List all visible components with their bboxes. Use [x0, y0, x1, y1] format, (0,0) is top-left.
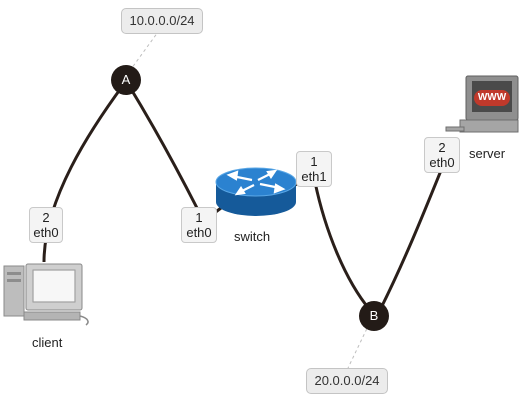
switch-eth0-label: 1 eth0 — [181, 207, 217, 243]
switch-eth1-number: 1 — [310, 154, 318, 169]
client-computer-icon[interactable] — [3, 263, 89, 326]
subnet-label-a: 10.0.0.0/24 — [121, 8, 203, 34]
switch-eth0-name: eth0 — [186, 225, 212, 240]
server-icon[interactable] — [445, 75, 519, 133]
hub-a-node[interactable] — [111, 65, 141, 95]
link-b-server — [378, 167, 444, 311]
switch-caption: switch — [234, 229, 271, 244]
client-iface-label: 2 eth0 — [29, 207, 63, 243]
switch-icon[interactable] — [215, 167, 297, 216]
link-a-switch — [126, 83, 199, 209]
client-caption: client — [32, 335, 63, 350]
hub-b-node[interactable] — [359, 301, 389, 331]
link-switch-b — [313, 181, 372, 311]
server-screen-text: WWW — [477, 92, 507, 103]
switch-eth1-label: 1 eth1 — [296, 151, 332, 187]
hub-a-label: A — [121, 72, 131, 87]
server-iface-name: eth0 — [429, 155, 455, 170]
switch-eth0-number: 1 — [195, 210, 203, 225]
client-iface-name: eth0 — [33, 225, 59, 240]
server-iface-number: 2 — [438, 140, 446, 155]
subnet-label-b: 20.0.0.0/24 — [306, 368, 388, 394]
server-iface-label: 2 eth0 — [424, 137, 460, 173]
server-caption: server — [469, 146, 506, 161]
client-iface-number: 2 — [42, 210, 50, 225]
switch-eth1-name: eth1 — [301, 169, 327, 184]
hub-b-label: B — [369, 308, 379, 323]
